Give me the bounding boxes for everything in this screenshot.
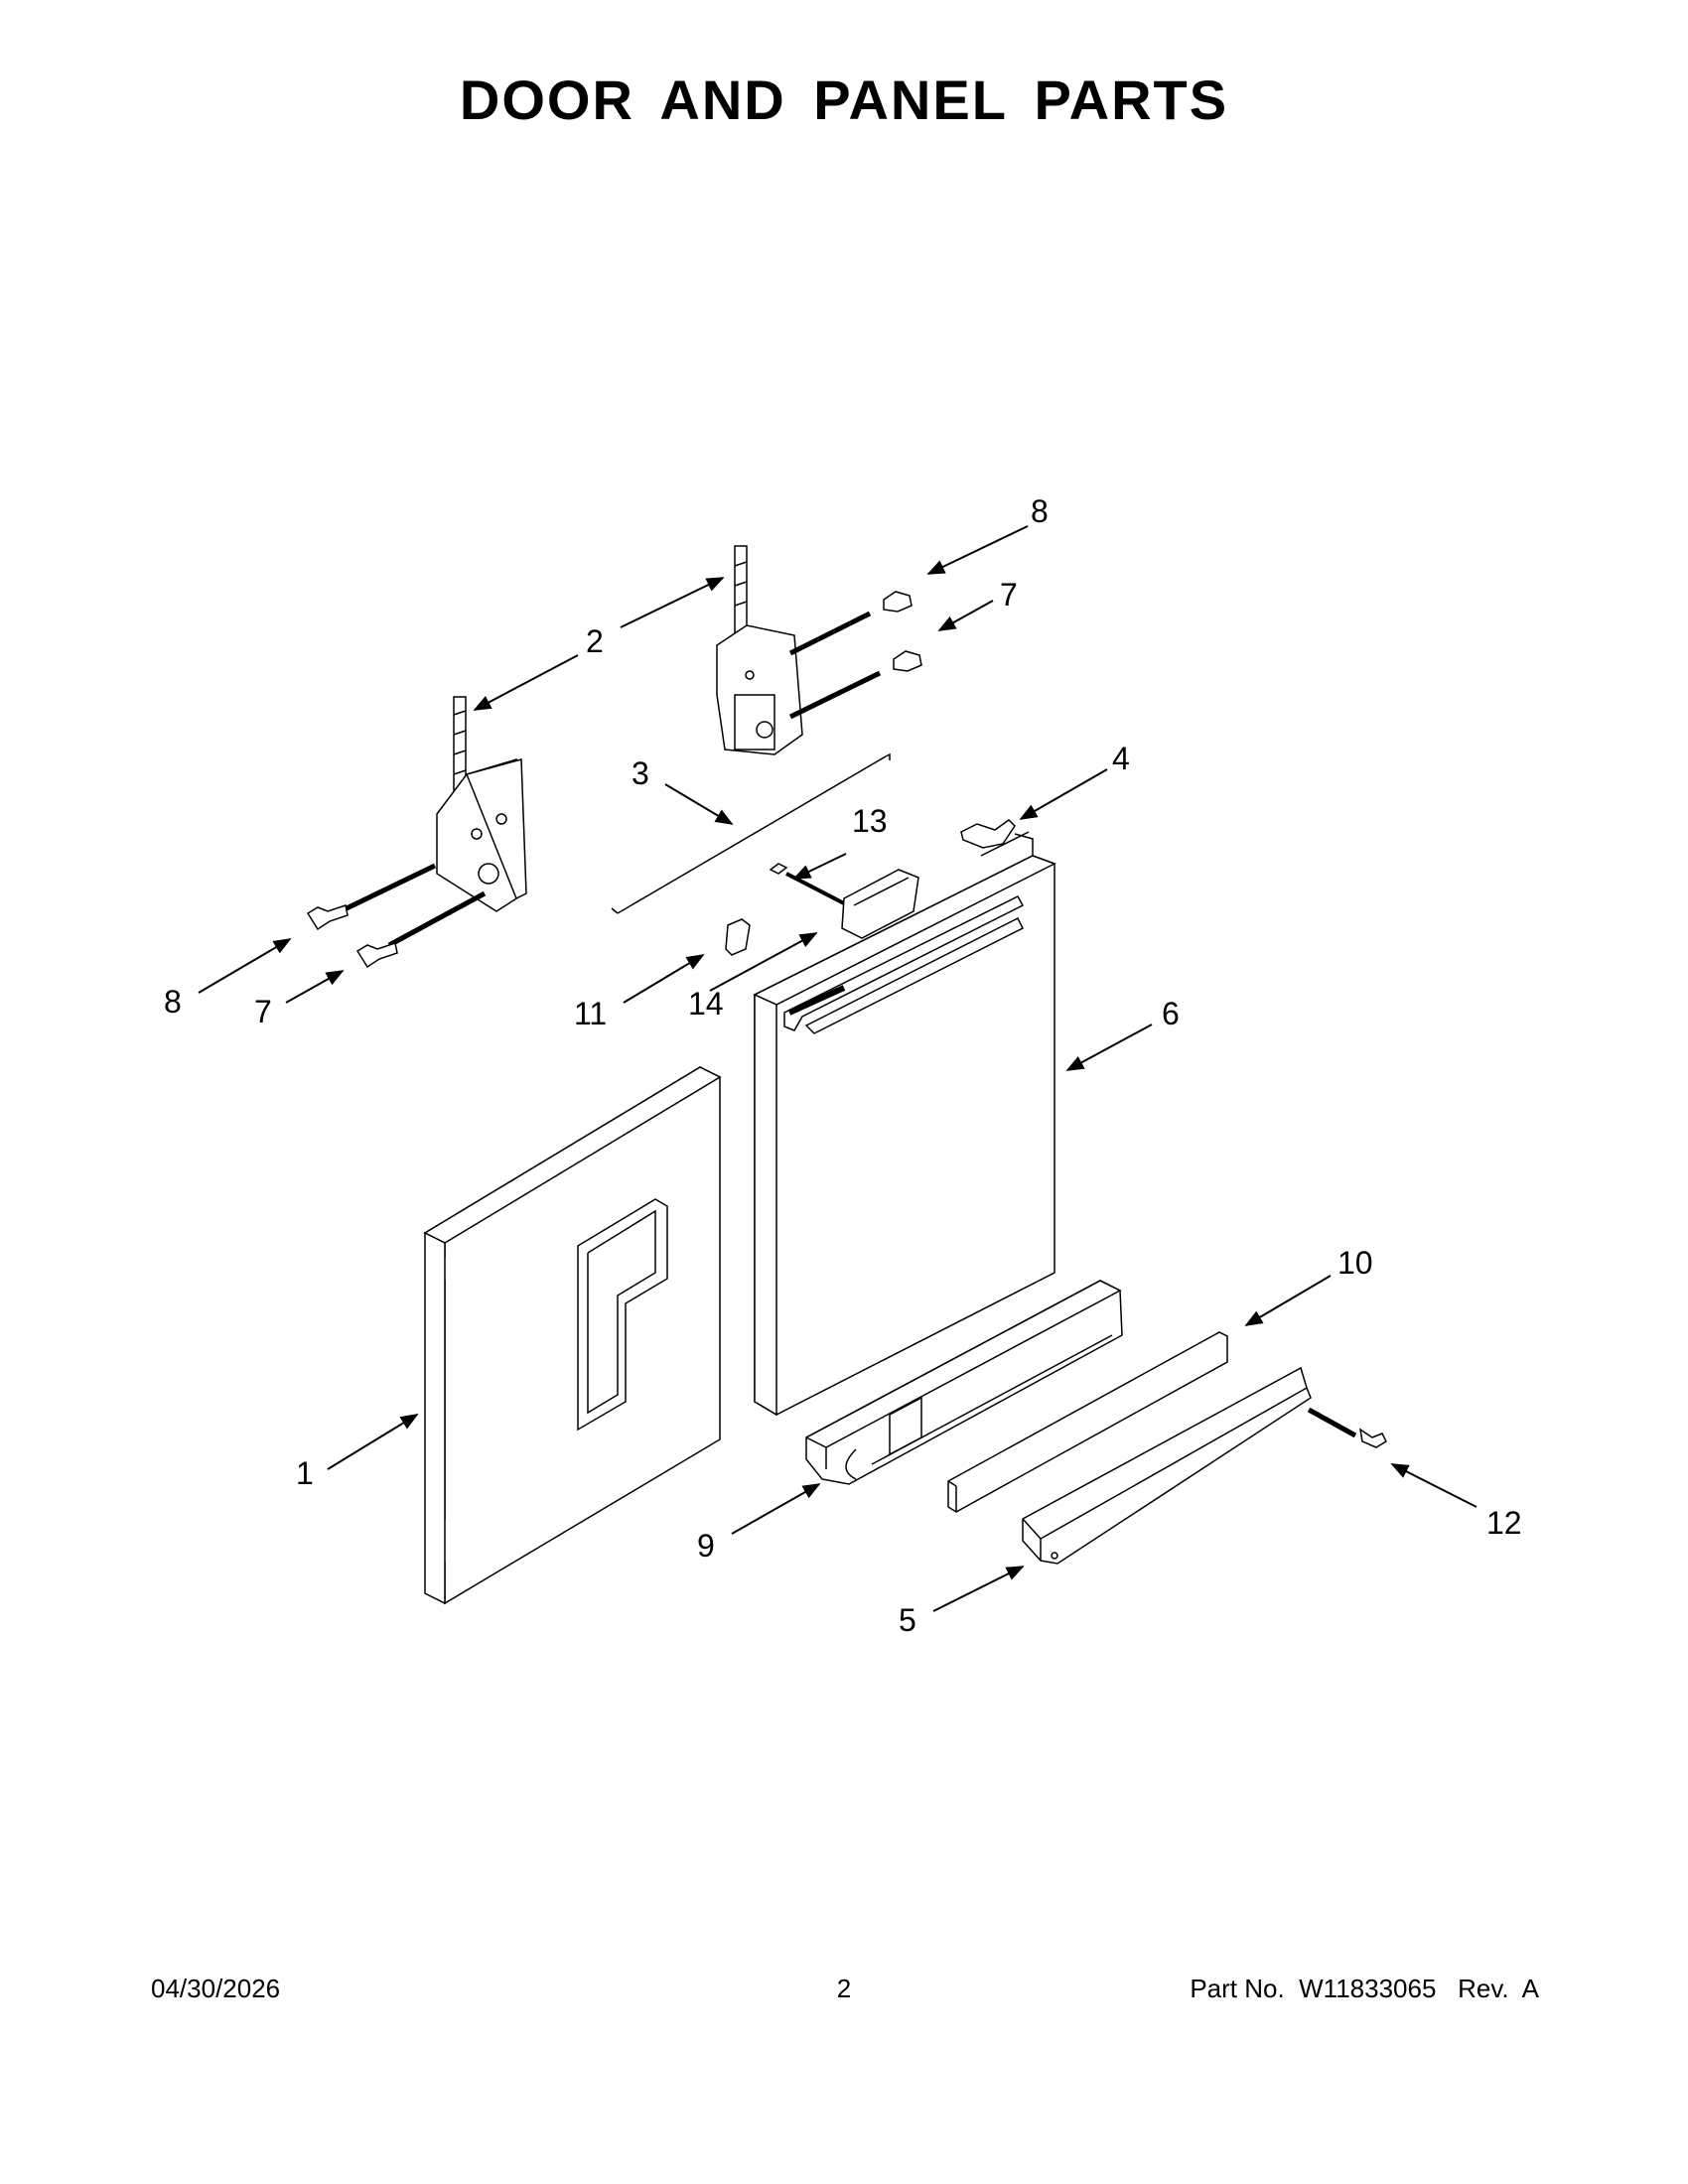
callout-2: 2 — [586, 623, 604, 659]
part-9-bottom-trim — [805, 1280, 1123, 1485]
callout-5: 5 — [899, 1602, 916, 1638]
part-2-hinge-right — [716, 545, 803, 755]
callout-8-right: 8 — [1031, 493, 1049, 529]
footer-date: 04/30/2026 — [151, 1974, 281, 2003]
callout-arrows — [198, 525, 1477, 1612]
callout-10: 10 — [1337, 1245, 1373, 1281]
callout-14: 14 — [688, 986, 724, 1022]
part-4-clip — [960, 819, 1016, 849]
part-1-door-panel — [423, 1066, 722, 1605]
callout-12: 12 — [1486, 1505, 1522, 1541]
callout-3: 3 — [632, 755, 649, 791]
page-title: DOOR AND PANEL PARTS — [459, 68, 1229, 131]
callout-4: 4 — [1112, 741, 1130, 776]
callout-8-left: 8 — [164, 984, 182, 1020]
callout-9: 9 — [697, 1528, 715, 1564]
footer-page-number: 2 — [836, 1974, 852, 2003]
part-7-8-screws — [306, 591, 922, 969]
part-3-rod — [611, 752, 891, 914]
part-10-toe-strip — [947, 1331, 1228, 1513]
part-6-inner-door — [753, 831, 1056, 1417]
part-12-screw — [1307, 1407, 1387, 1448]
callout-13: 13 — [852, 803, 888, 839]
callout-11: 11 — [574, 996, 607, 1031]
callout-6: 6 — [1162, 996, 1180, 1031]
footer-part-number: Part No. W11833065 Rev. A — [1190, 1974, 1539, 2003]
callout-7-right: 7 — [1000, 577, 1018, 613]
part-11-bracket — [725, 918, 751, 956]
callout-1: 1 — [296, 1455, 314, 1491]
part-5-lower-bracket — [1022, 1366, 1312, 1565]
callout-7-left: 7 — [254, 994, 272, 1029]
part-2-hinge-left — [436, 696, 527, 912]
